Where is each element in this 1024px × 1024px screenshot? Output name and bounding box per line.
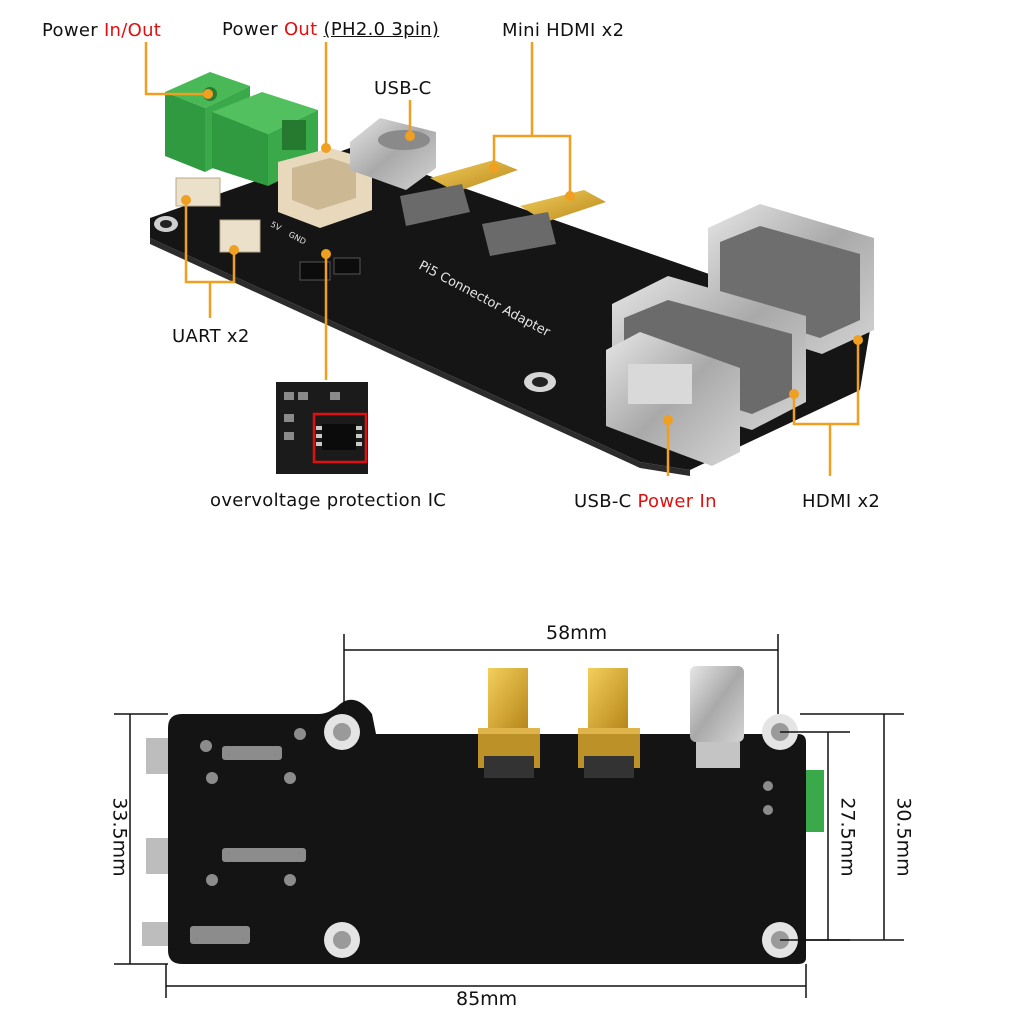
label-mini-hdmi: Mini HDMI x2 [502, 20, 625, 41]
usb-c-power-in-port [606, 332, 740, 466]
power-terminal-block [165, 72, 318, 186]
callout-dots [181, 89, 863, 425]
mini-hdmi-connector-2 [482, 190, 606, 256]
label-usb-c: USB-C [374, 78, 432, 99]
annotated-board-illustration: Pi5 Connector Adapter GND 5V [144, 42, 874, 476]
bottom-mini-hdmi-1 [478, 668, 540, 778]
dimension-lines [114, 634, 904, 998]
callout-lines [144, 42, 860, 476]
dim-27-5mm: 27.5mm [836, 797, 859, 877]
pcb-board-bottom [168, 699, 806, 964]
bottom-usb-c [690, 666, 744, 768]
mount-hole [154, 216, 556, 392]
label-ovp-ic: overvoltage protection IC [210, 490, 447, 511]
dim-30-5mm: 30.5mm [892, 797, 915, 877]
ph2-power-out-connector [278, 148, 372, 228]
uart-connector-2 [219, 219, 261, 253]
bottom-mini-hdmi-2 [578, 668, 640, 778]
label-usb-c-power-in: USB-C Power In [574, 491, 717, 512]
ovp-ic-inset [276, 382, 368, 474]
label-power-out: Power Out (PH2.0 3pin) [222, 19, 440, 40]
label-hdmi: HDMI x2 [802, 491, 881, 512]
dim-85mm: 85mm [456, 988, 518, 1010]
label-uart: UART x2 [172, 326, 250, 347]
bottom-mount-holes [324, 714, 798, 958]
label-power-in-out: Power In/Out [42, 20, 162, 41]
dim-33-5mm: 33.5mm [108, 797, 131, 877]
dim-58mm: 58mm [546, 622, 608, 644]
